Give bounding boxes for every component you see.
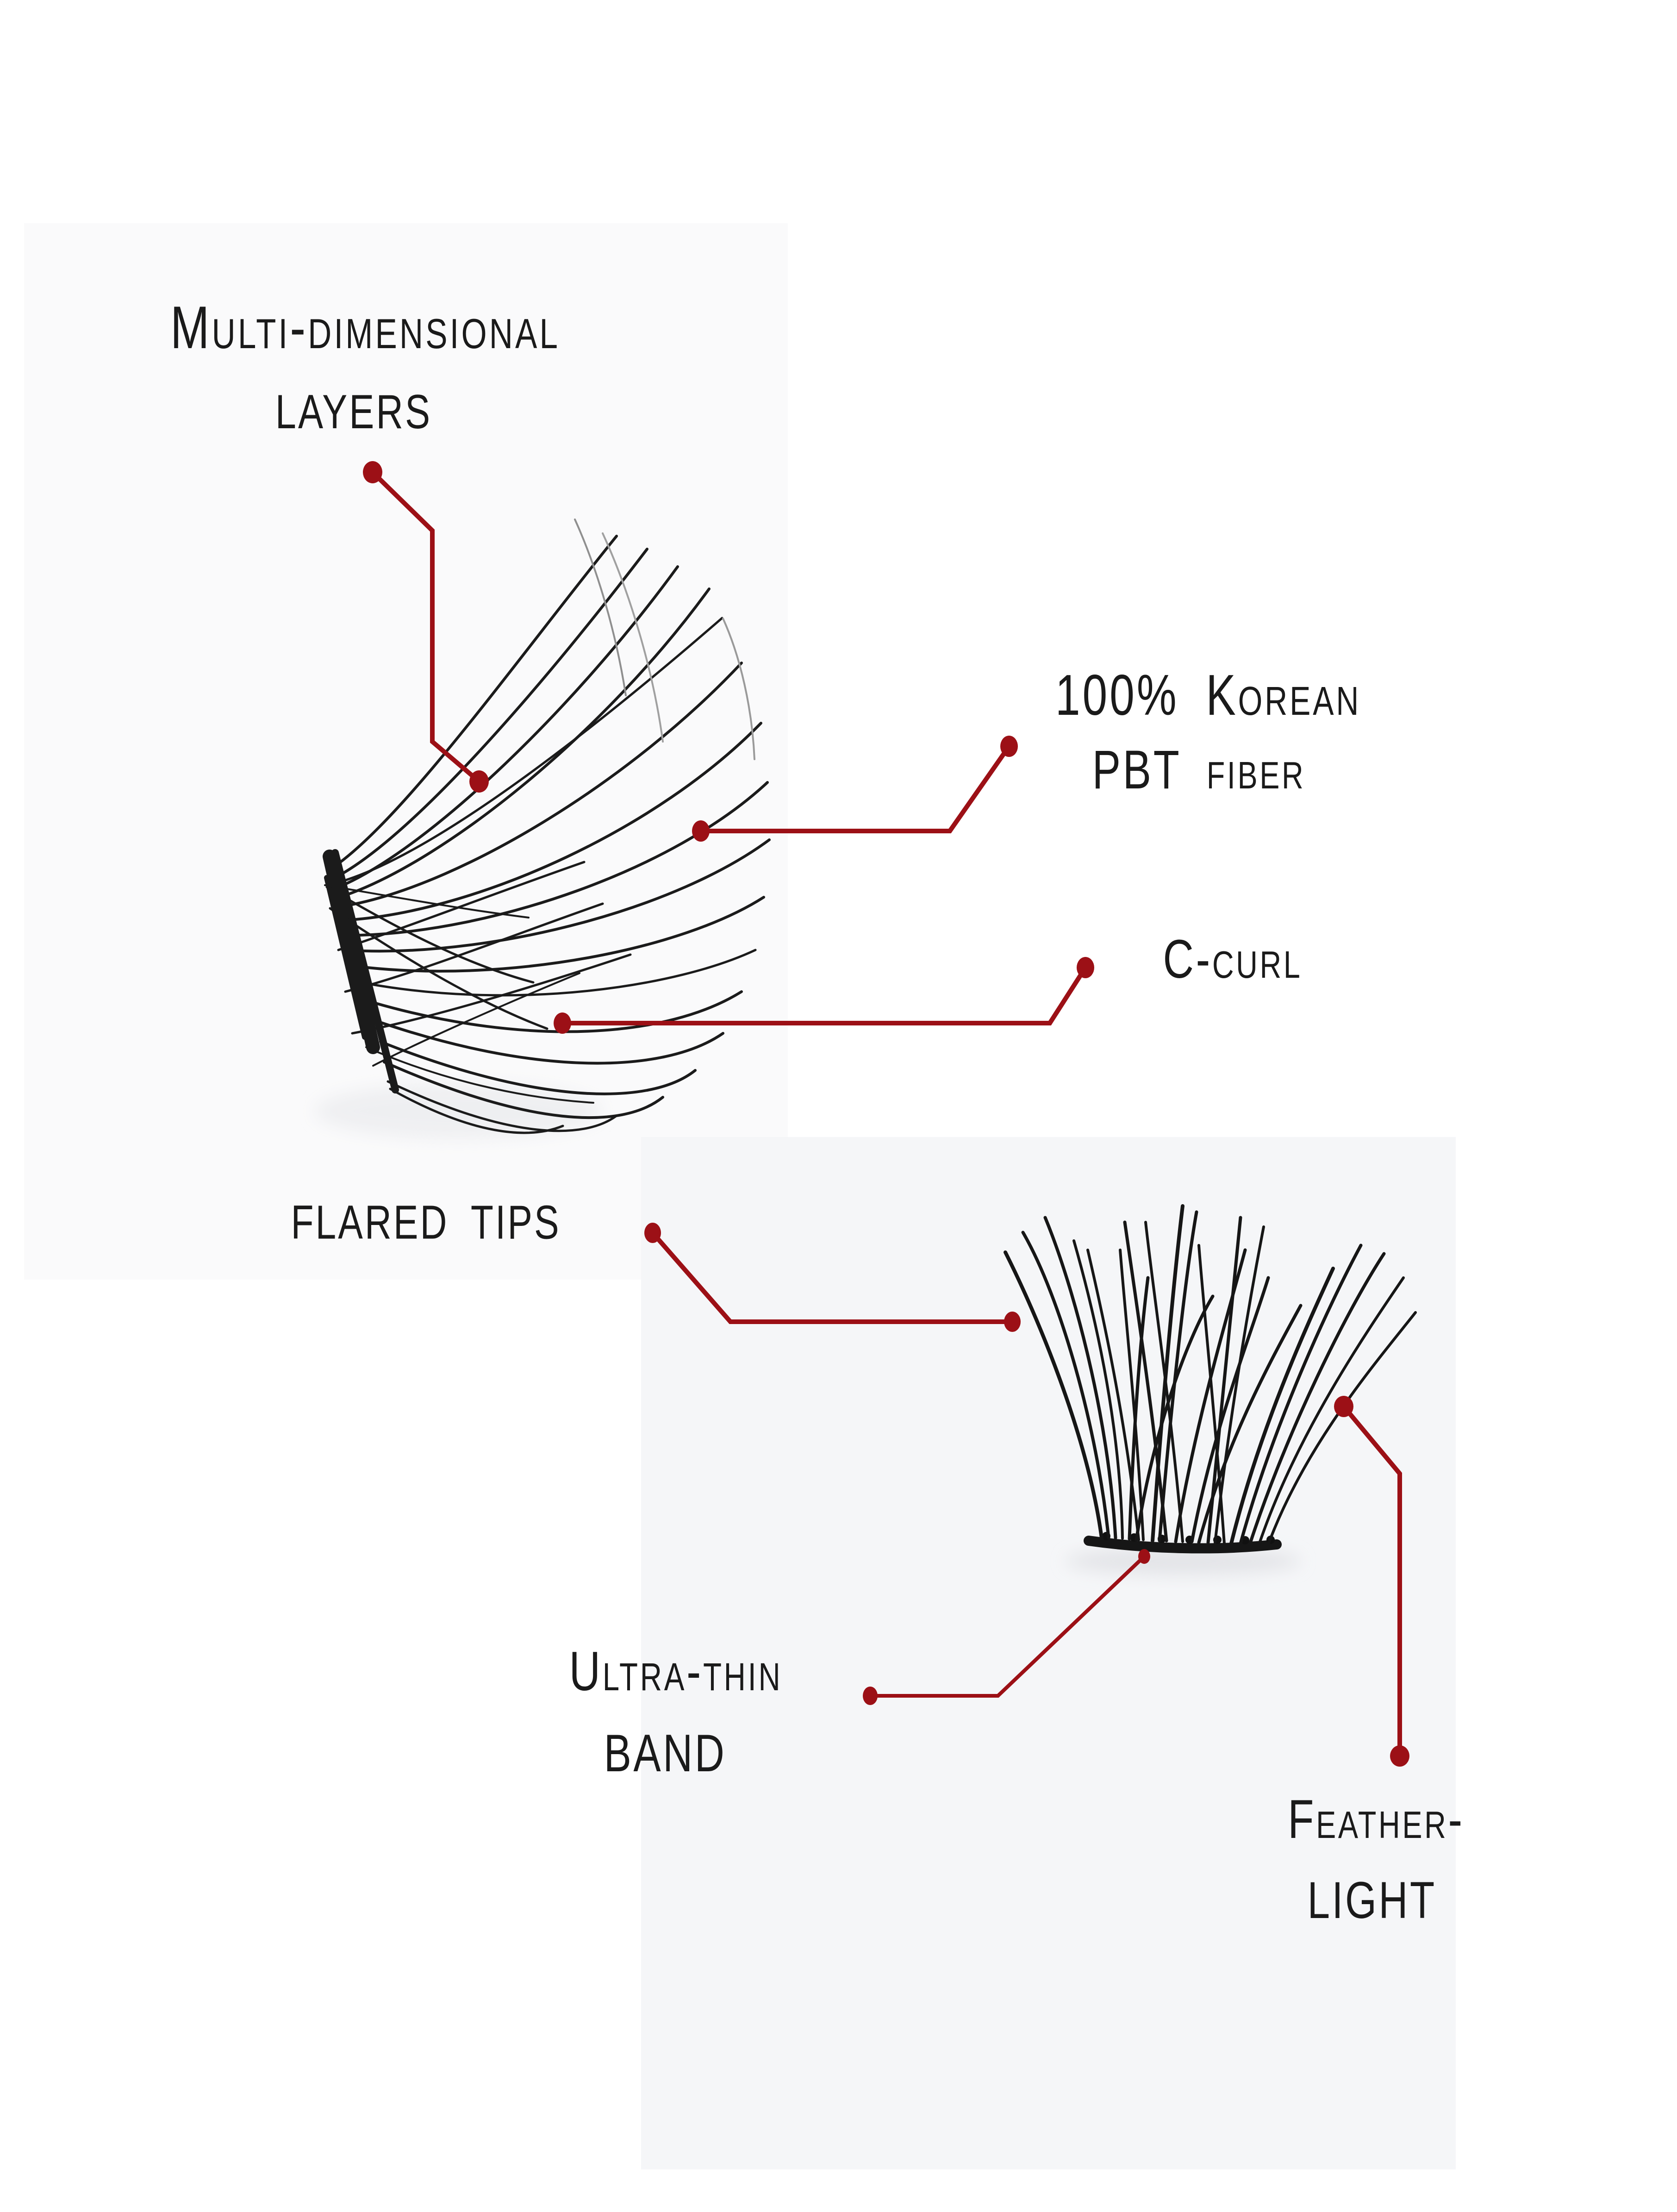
- connector-dot: [644, 1223, 661, 1243]
- connector-line: [371, 470, 481, 783]
- connector-multi-dimensional-layers: [363, 461, 489, 793]
- label-multi-dimensional: Multi-dimensional: [170, 294, 561, 361]
- connector-line: [562, 966, 1088, 1025]
- label-flared-tips: flared tips: [291, 1195, 561, 1249]
- label-c-curl: C-curl: [1163, 929, 1303, 990]
- connector-dot: [554, 1012, 571, 1034]
- label-band: band: [604, 1724, 727, 1783]
- label-layers: layers: [275, 385, 432, 439]
- connector-dot: [1000, 736, 1018, 757]
- bottom-photo-backdrop: [641, 1137, 1456, 2169]
- label-feather: Feather-: [1288, 1789, 1465, 1850]
- photo-backdrops: [24, 223, 1456, 2169]
- lash-cluster-bottom: [1004, 1204, 1417, 1554]
- connector-dot: [692, 820, 710, 842]
- connector-c-curl: [554, 957, 1094, 1034]
- lash-cluster-top: [323, 519, 771, 1134]
- connector-flared-tips: [644, 1223, 1021, 1332]
- connector-feather-light: [1334, 1396, 1409, 1767]
- connector-line: [701, 745, 1011, 833]
- connector-ultra-thin-band: [863, 1549, 1150, 1705]
- connector-dot: [1334, 1396, 1353, 1417]
- connector-korean-pbt-fiber: [692, 736, 1018, 842]
- label-light: light: [1307, 1871, 1437, 1929]
- connector-line: [651, 1231, 1012, 1324]
- connector-dot: [363, 461, 382, 483]
- connector-dot: [1004, 1312, 1021, 1332]
- connector-dot: [469, 770, 489, 793]
- label-100-percent-korean: 100% Korean: [1055, 663, 1361, 727]
- connector-line: [870, 1555, 1146, 1698]
- connector-line: [1342, 1405, 1402, 1756]
- connector-dot: [1390, 1745, 1409, 1767]
- label-pbt-fiber: PBT fiber: [1092, 739, 1306, 800]
- connector-dot: [863, 1687, 878, 1705]
- connector-dot: [1077, 957, 1094, 978]
- connectors: [363, 461, 1409, 1767]
- label-ultra-thin: Ultra-thin: [569, 1640, 783, 1702]
- connector-dot: [1138, 1549, 1150, 1564]
